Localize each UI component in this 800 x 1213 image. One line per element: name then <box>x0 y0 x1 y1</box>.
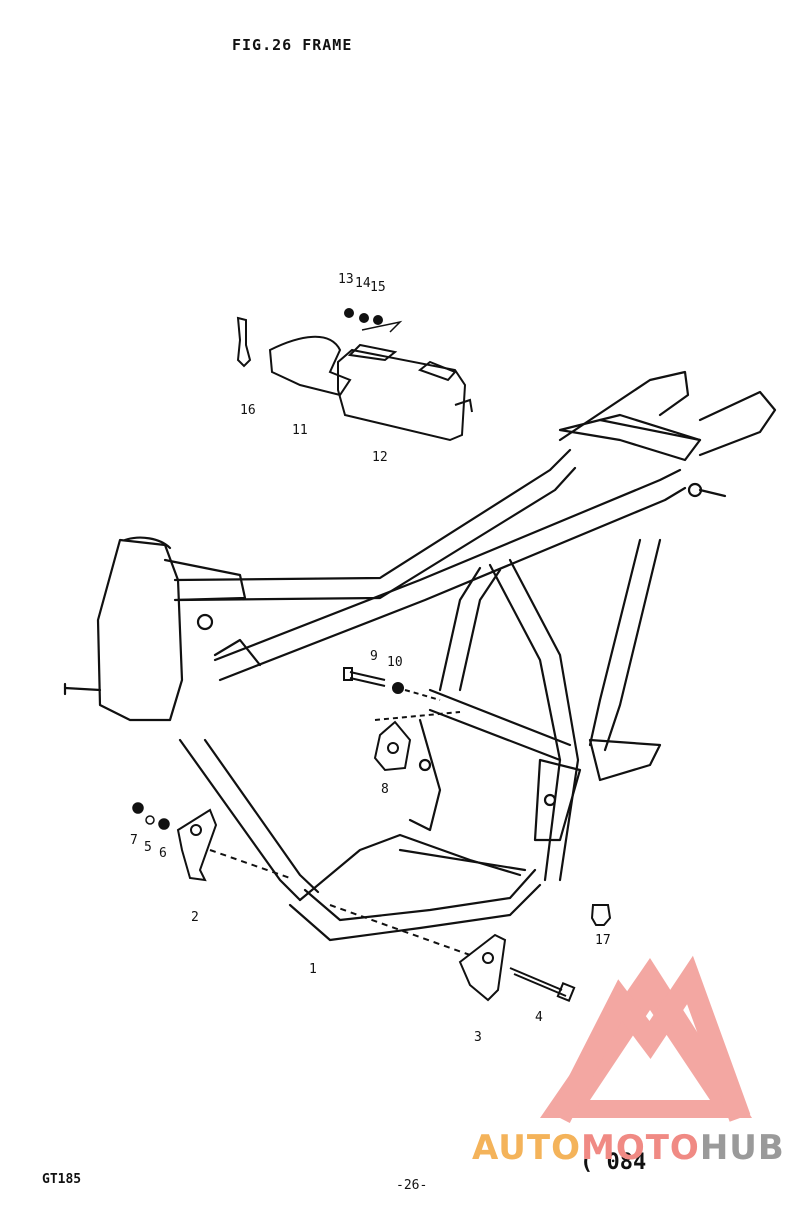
watermark-logo-text: AUTOMOTOHUB <box>472 1128 785 1168</box>
figure-code: ( 084 <box>580 1150 647 1175</box>
logo-part-moto: MOTO <box>580 1128 700 1168</box>
label-part-6: 6 <box>159 846 167 861</box>
logo-part-hub: HUB <box>699 1128 785 1168</box>
bolt-part-9 <box>349 671 386 681</box>
nut-part-15 <box>373 315 383 325</box>
label-part-4: 4 <box>535 1010 543 1025</box>
label-part-3: 3 <box>474 1030 482 1045</box>
top-tube-right <box>213 468 682 662</box>
washer-part-5 <box>145 815 155 825</box>
nut-part-10 <box>392 682 404 694</box>
label-part-1: 1 <box>309 962 317 977</box>
bolt-part-4 <box>509 967 563 991</box>
automotohub-logo-mark <box>540 955 752 1123</box>
label-part-17: 17 <box>595 933 611 948</box>
label-part-11: 11 <box>292 423 308 438</box>
label-part-15: 15 <box>370 280 386 295</box>
head-tube <box>96 538 184 722</box>
label-part-14: 14 <box>355 276 371 291</box>
label-part-9: 9 <box>370 649 378 664</box>
lower-cradle <box>288 883 542 942</box>
clip-part-16 <box>236 316 252 368</box>
label-part-5: 5 <box>144 840 152 855</box>
bracket-part-8 <box>373 720 412 772</box>
top-tube-left <box>173 448 572 582</box>
nut-part-7 <box>132 802 144 814</box>
nut-part-13 <box>344 308 354 318</box>
nut-part-6 <box>158 818 170 830</box>
grommet-part-17 <box>590 904 612 926</box>
logo-part-auto: AUTO <box>472 1128 581 1168</box>
nut-part-14 <box>359 313 369 323</box>
bracket-part-3 <box>458 933 507 1002</box>
box-part-12 <box>337 348 467 442</box>
down-tube <box>178 738 302 902</box>
page-number: -26- <box>396 1178 428 1193</box>
bracket-part-2 <box>176 808 218 882</box>
label-part-2: 2 <box>191 910 199 925</box>
figure-title: FIG.26 FRAME <box>232 36 353 54</box>
label-part-7: 7 <box>130 833 138 848</box>
label-part-12: 12 <box>372 450 388 465</box>
label-part-13: 13 <box>338 272 354 287</box>
rear-down-tube-right <box>588 538 642 747</box>
model-label: GT185 <box>42 1172 82 1187</box>
label-part-8: 8 <box>381 782 389 797</box>
label-part-10: 10 <box>387 655 403 670</box>
rear-down-tube-left <box>488 563 562 882</box>
label-part-16: 16 <box>240 403 256 418</box>
